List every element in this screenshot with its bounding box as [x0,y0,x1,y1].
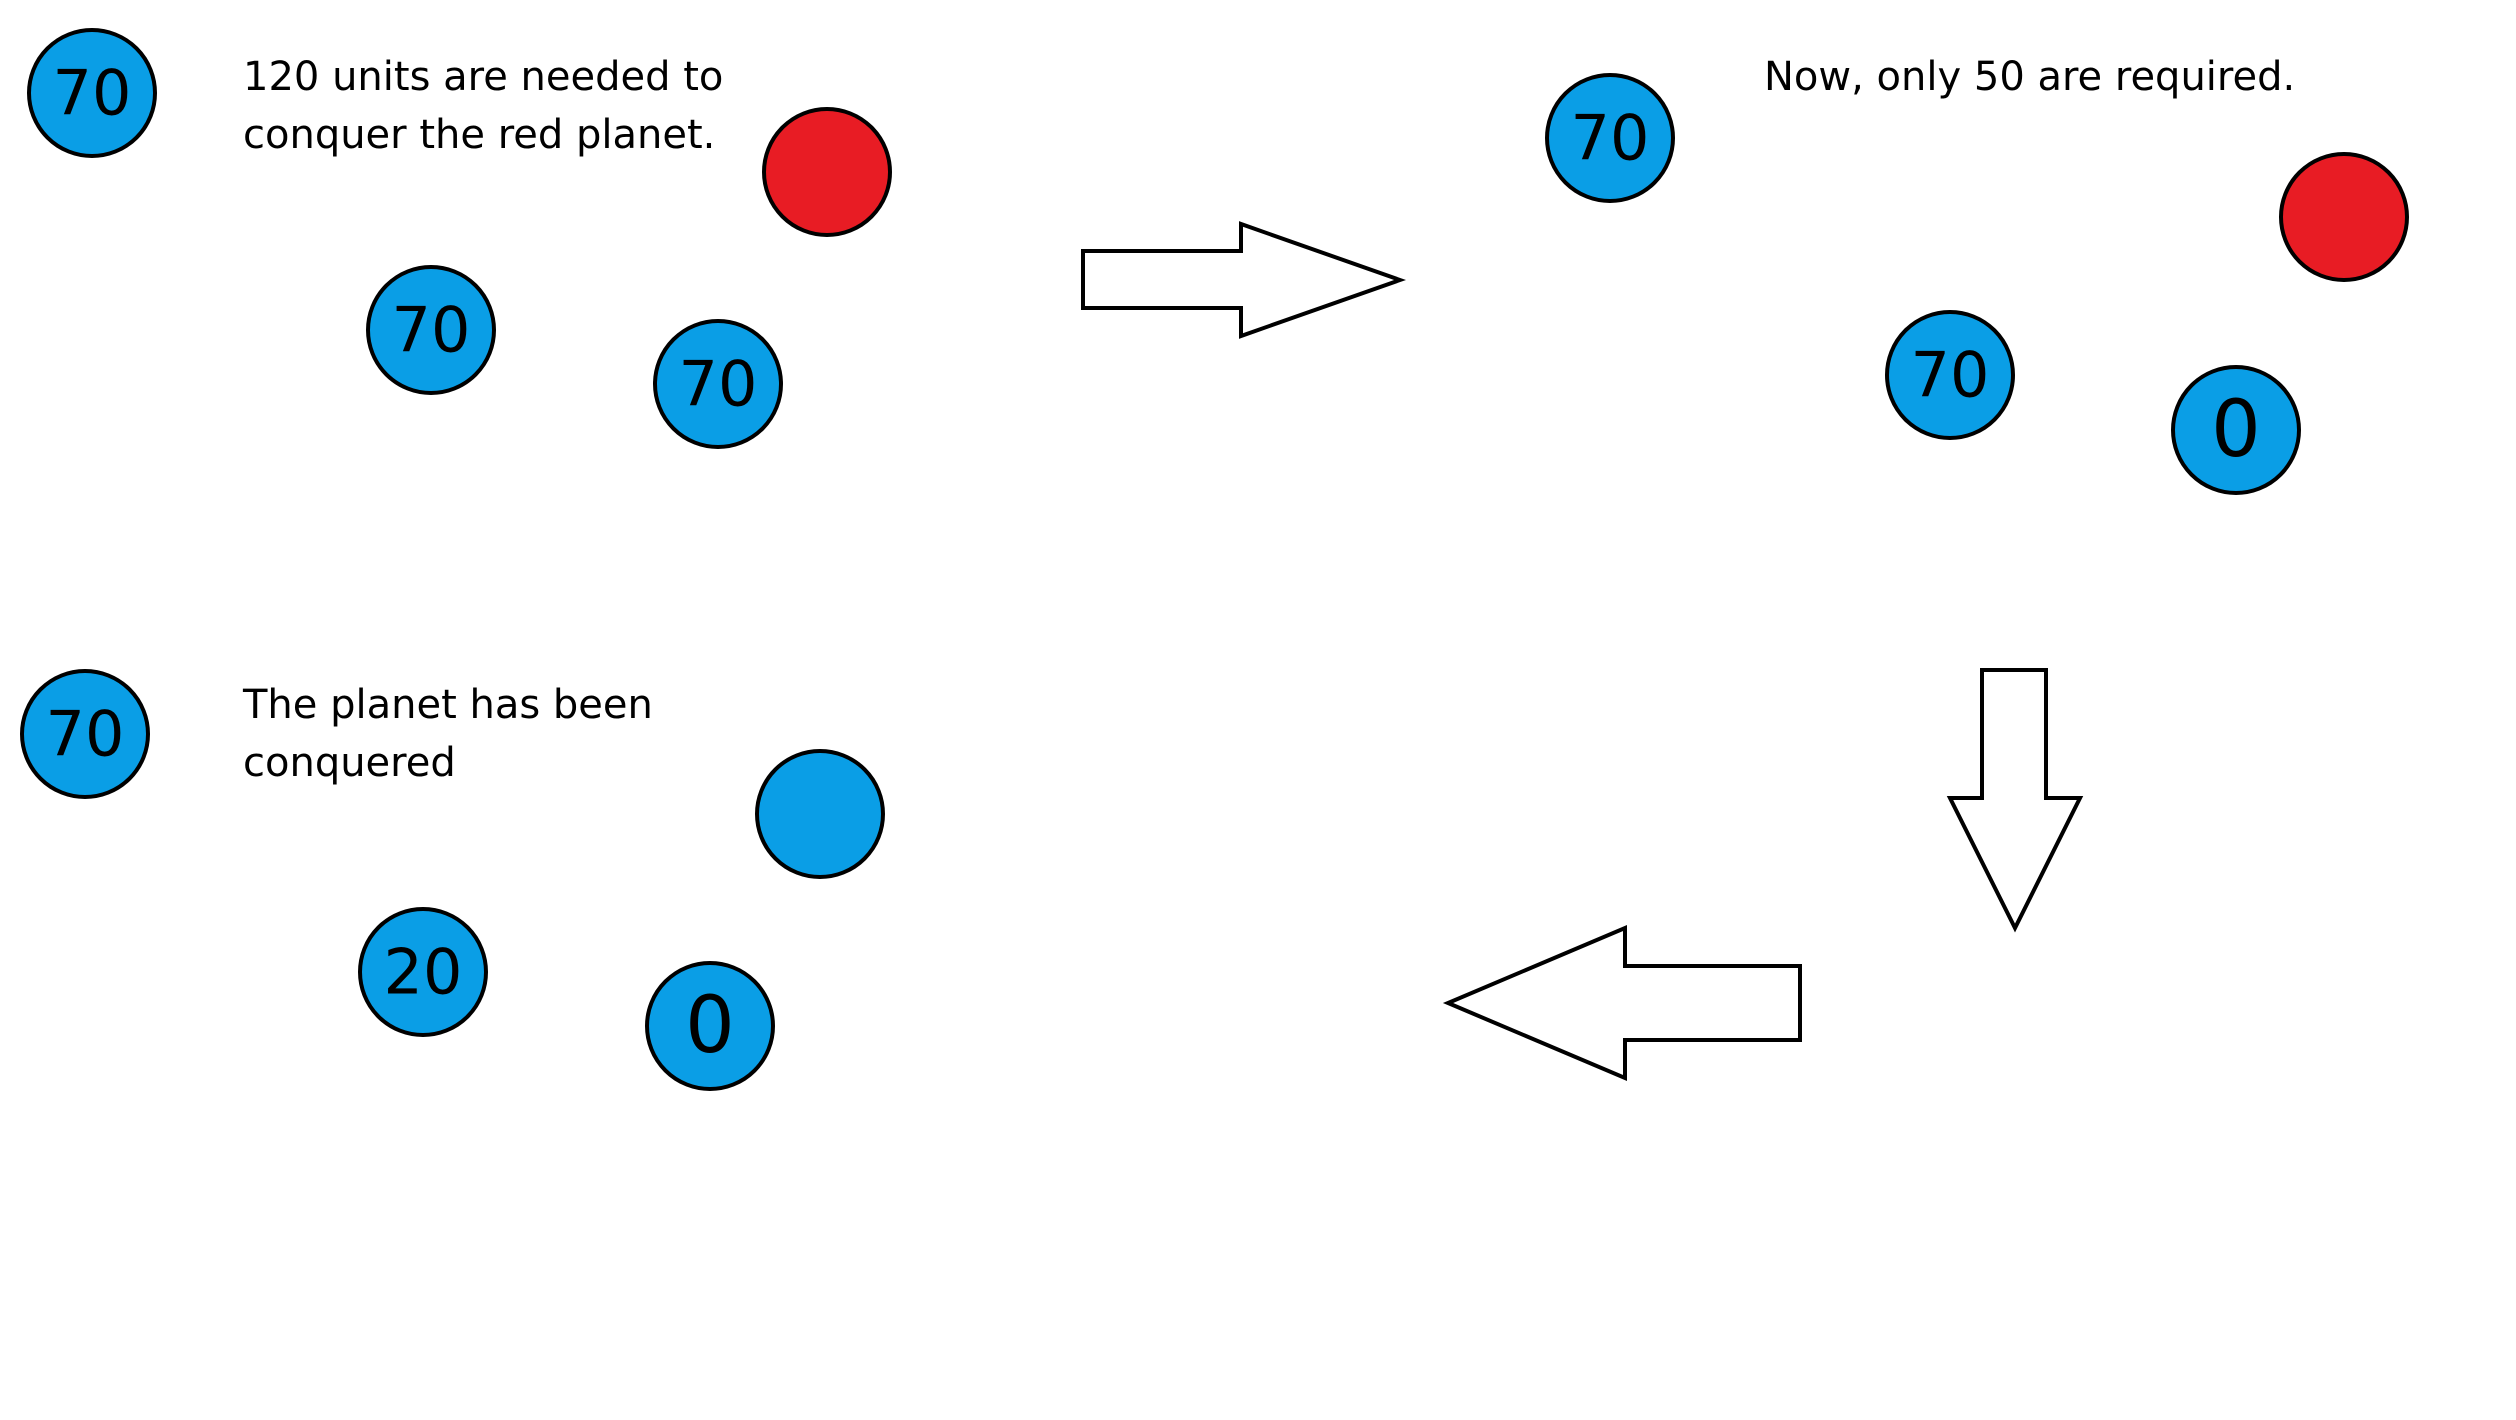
arrow-right-icon [1081,221,1407,339]
caption-bottom-left-line1: The planet has been [242,682,653,728]
caption-top-left-line1: 120 units are needed to [243,54,723,100]
caption-bottom-left-line2: conquered [243,740,456,786]
panel-top-left: 120 units are needed to conquer the red … [27,28,892,449]
planet-blue: 0 [645,961,775,1091]
planet-blue: 0 [2171,365,2301,495]
planet-units-label: 70 [392,294,471,367]
planet-units-label: 70 [1571,102,1650,175]
planet-units-label: 70 [53,57,132,130]
caption-top-left-line2: conquer the red planet. [243,112,715,158]
planet-blue: 70 [20,669,150,799]
planet-blue: 20 [358,907,488,1037]
arrow-left-icon [1442,924,1802,1082]
planet-units-label: 20 [384,936,463,1009]
planet-blue: 70 [1885,310,2015,440]
planet-blue: 70 [1545,73,1675,203]
planet-units-label: 70 [1911,339,1990,412]
planet-conquered [755,749,885,879]
planet-units-label: 0 [2211,385,2261,475]
planet-red [2279,152,2409,282]
panel-top-right: Now, only 50 are required. 70 70 0 [1545,54,2409,495]
planet-units-label: 0 [685,981,735,1071]
planet-blue: 70 [27,28,157,158]
arrow-down-icon [1946,668,2084,933]
planet-units-label: 70 [46,698,125,771]
planet-red [762,107,892,237]
panel-bottom-left: The planet has been conquered 70 20 0 [20,669,885,1091]
planet-units-label: 70 [679,348,758,421]
caption-top-right-line1: Now, only 50 are required. [1764,54,2295,100]
planet-blue: 70 [366,265,496,395]
planet-blue: 70 [653,319,783,449]
